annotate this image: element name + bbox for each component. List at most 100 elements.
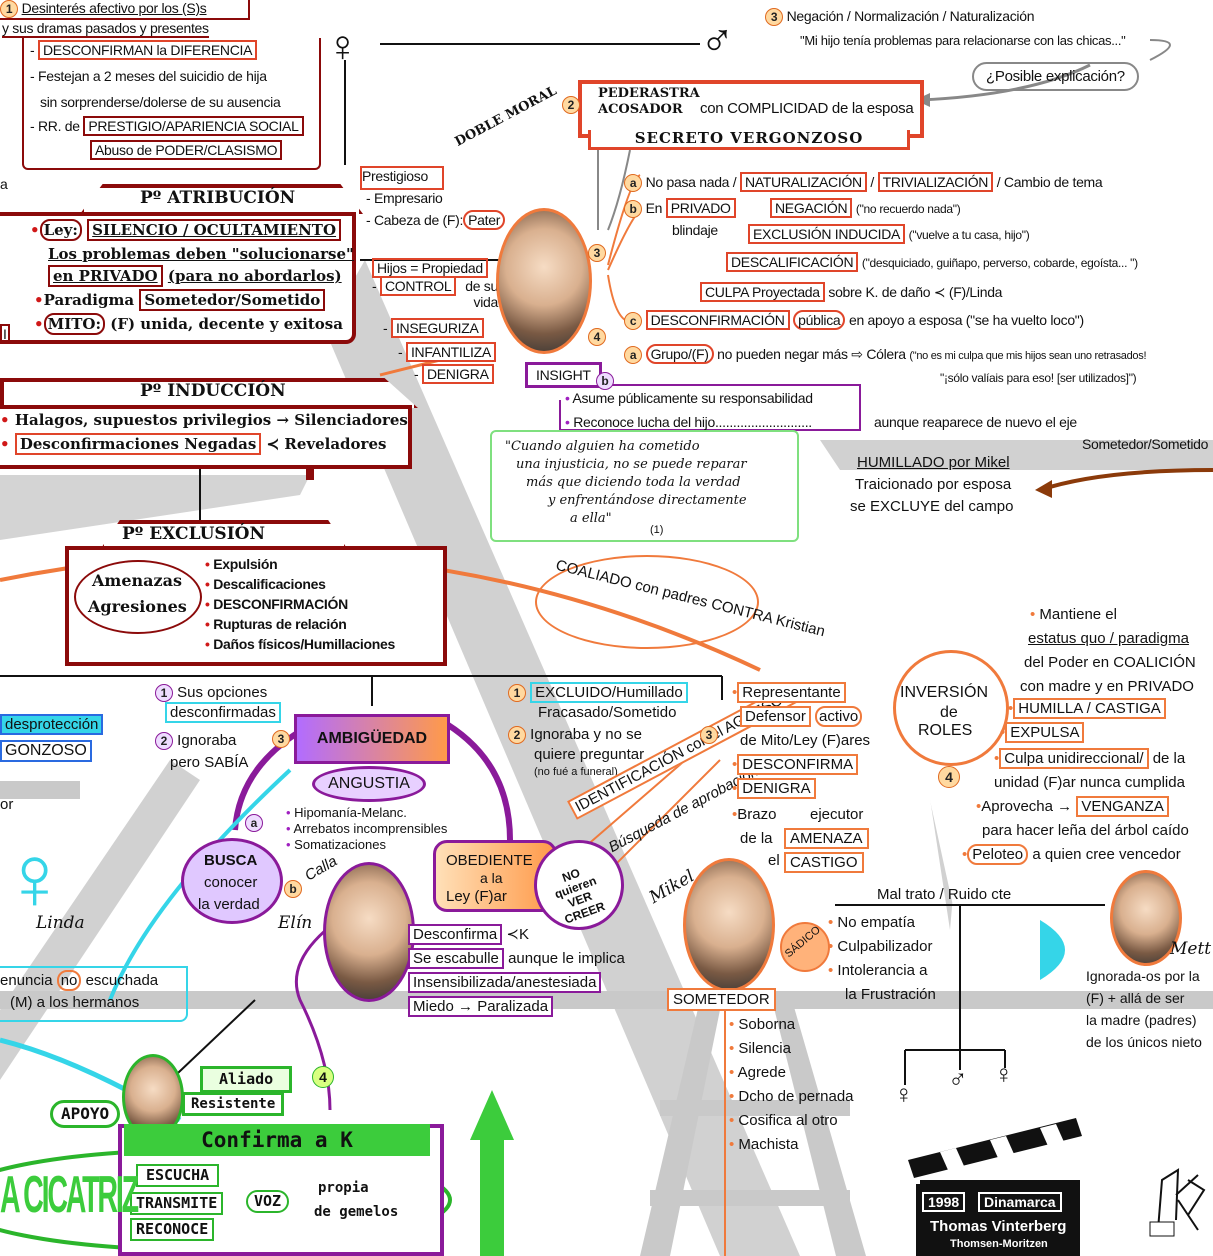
amenazas: Amenazas [92, 571, 182, 590]
exclusion-inducida: EXCLUSIÓN INDUCIDA ("vuelve a tu casa, h… [748, 224, 1030, 244]
atribucion-ley: •Ley: SILENCIO / OCULTAMIENTO [30, 219, 342, 241]
escabulle: Se escabulle aunque le implica [408, 948, 625, 969]
top-left-item-1: - DESCONFIRMAN la DIFERENCIA [30, 40, 258, 60]
mikel-list-6: Machista [729, 1136, 798, 1153]
estatus: estatus quo / paradigma [1028, 630, 1189, 647]
lena: para hacer leña del árbol caído [982, 822, 1189, 839]
mikel-denigra: •DENIGRA [732, 778, 816, 799]
negacion: NEGACIÓN ("no recuerdo nada") [770, 198, 961, 218]
obediente-3: Ley (F)ar [446, 888, 507, 905]
mette-line-4: de los únicos nieto [1086, 1034, 1202, 1050]
mikel-trait-2: Culpabilizador [828, 938, 932, 955]
humillado: HUMILLADO por Mikel [857, 454, 1010, 471]
obediente-1: OBEDIENTE [446, 852, 533, 869]
no-quieren-seal [534, 840, 624, 930]
amenaza: AMENAZA [784, 828, 869, 850]
exclusion-item-1: Expulsión [205, 556, 278, 572]
traicionado: Traicionado por esposa [855, 476, 1012, 493]
castigo: CASTIGO [784, 852, 864, 874]
busca-3: la verdad [198, 896, 260, 913]
ejecutor: ejecutor [810, 806, 864, 823]
quote-line-1: "Cuando alguien ha cometido [505, 439, 700, 454]
exclusion-title: Pº EXCLUSIÓN [122, 524, 266, 544]
linda-name: Linda [36, 913, 85, 933]
busca-b: b [284, 880, 302, 898]
mikel-list-3: Agrede [729, 1064, 786, 1081]
far-left-i: I [0, 324, 10, 345]
secreto-vergonzoso: SECRETO VERGONZOSO [588, 129, 910, 151]
desproteccion: desprotección [0, 714, 104, 736]
credits-year: 1998 [922, 1192, 966, 1213]
fracasado: Fracasado/Sometido [538, 704, 677, 721]
mikel-desconfirma: •DESCONFIRMA [732, 754, 859, 775]
mars-symbol-top: ♂ [700, 12, 735, 64]
bottom-badge-4: 4 [312, 1066, 334, 1088]
defensor: Defensor activo [740, 706, 863, 727]
unidad: unidad (F)ar nunca cumplida [994, 774, 1185, 791]
mikel-frustracion: la Frustración [845, 986, 936, 1003]
quote-bubble [490, 430, 799, 542]
symptom-1: Hipomanía-Melanc. [286, 805, 407, 821]
credits-director: Thomas Vinterberg [930, 1218, 1067, 1235]
poder: del Poder en COALICIÓN [1024, 654, 1196, 671]
agresiones: Agresiones [88, 597, 187, 616]
insensibilizada: Insensibilizada/anestesiada [408, 972, 602, 993]
induccion-line-1: • Halagos, supuestos privilegios → Silen… [0, 411, 408, 429]
atribucion-paradigma: •Paradigma Sometedor/Sometido [34, 289, 326, 311]
inversion-circle [893, 650, 1009, 766]
or-fragment: or [0, 796, 14, 813]
mikel-badge-3: 3 [700, 726, 718, 744]
ambiguedad: AMBIGÜEDAD [294, 714, 450, 764]
colera-quote-2: "¡sólo valíais para eso! [ser utilizados… [940, 371, 1137, 385]
hermanos: (M) a los hermanos [10, 994, 140, 1011]
reaction-c: c DESCONFIRMACIÓN pública en apoyo a esp… [624, 310, 1084, 330]
ambiguedad-badge: 3 [272, 730, 290, 748]
vergonzoso-left: GONZOSO [0, 740, 92, 763]
venus-icon-small-1: ♀ [894, 1079, 914, 1109]
brazo: •Brazo [732, 806, 777, 823]
top-left-item-2: - Festejan a 2 meses del suicidio de hij… [30, 68, 267, 84]
peloteo: •Peloteo a quien cree vencedor [962, 844, 1181, 865]
father-item-2: - Cabeza de (F):Pater [366, 210, 506, 230]
culpa-unidireccional: •Culpa unidireccional/ de la [994, 748, 1186, 769]
exclusion-item-4: Rupturas de relación [205, 616, 347, 632]
escucha: ESCUCHA [136, 1164, 220, 1188]
pederastra-title: PEDERASTRA ACOSADOR [598, 86, 700, 117]
mikel-quiere: quiere preguntar [534, 746, 645, 763]
reconoce-bottom: RECONOCE [130, 1218, 215, 1242]
mikel-trait-1: No empatía [828, 914, 915, 931]
descalificacion: DESCALIFICACIÓN ("desquiciado, guiñapo, … [726, 252, 1138, 272]
representante: •Representante [732, 682, 846, 703]
obediente-2: a la [480, 870, 503, 886]
elin-name: Elín [278, 913, 313, 933]
exclusion-item-3: DESCONFIRMACIÓN [205, 596, 348, 612]
atribucion-privado: en PRIVADO (para no abordarlos) [48, 265, 342, 287]
mikel-portrait [683, 858, 775, 992]
sometedor: SOMETEDOR [667, 988, 776, 1012]
exclusion-item-2: Descalificaciones [205, 576, 326, 592]
infantiliza: - INFANTILIZA [398, 342, 496, 362]
mette-line-2: (F) + allá de ser [1086, 990, 1185, 1006]
father-portrait [496, 208, 592, 354]
credits-writers: Thomsen-Moritzen [950, 1238, 1048, 1250]
reaction-a: a No pasa nada / NATURALIZACIÓN / TRIVIA… [624, 172, 1103, 192]
inversion-badge: 4 [938, 766, 960, 788]
badge-1: 1 [0, 0, 18, 18]
quote-line-2: una injusticia, no se puede reparar [516, 457, 747, 472]
symptom-3: Somatizaciones [286, 837, 386, 853]
quote-line-4: y enfrentándose directamente [548, 493, 747, 508]
mette-name: Mett [1170, 939, 1212, 959]
el: el [768, 852, 780, 869]
insight-box: INSIGHT [525, 362, 602, 389]
busca-a: a [245, 814, 263, 832]
father-badge-4: 4 [588, 328, 606, 346]
reconoce-end: aunque reaparece de nuevo el eje [874, 414, 1077, 430]
miedo: Miedo → Paralizada [408, 996, 554, 1017]
excluye: se EXCLUYE del campo [850, 498, 1014, 515]
denuncia: enuncia no escuchada [0, 970, 159, 991]
symptom-2: Arrebatos incomprensibles [286, 821, 447, 837]
atribucion-title: Pº ATRIBUCIÓN [140, 188, 296, 208]
induccion-line-2: • Desconfirmaciones Negadas ≺ Reveladore… [0, 433, 387, 455]
aliado: Aliado [200, 1066, 293, 1094]
de-mito: de Mito/Ley (F)ares [740, 732, 871, 749]
